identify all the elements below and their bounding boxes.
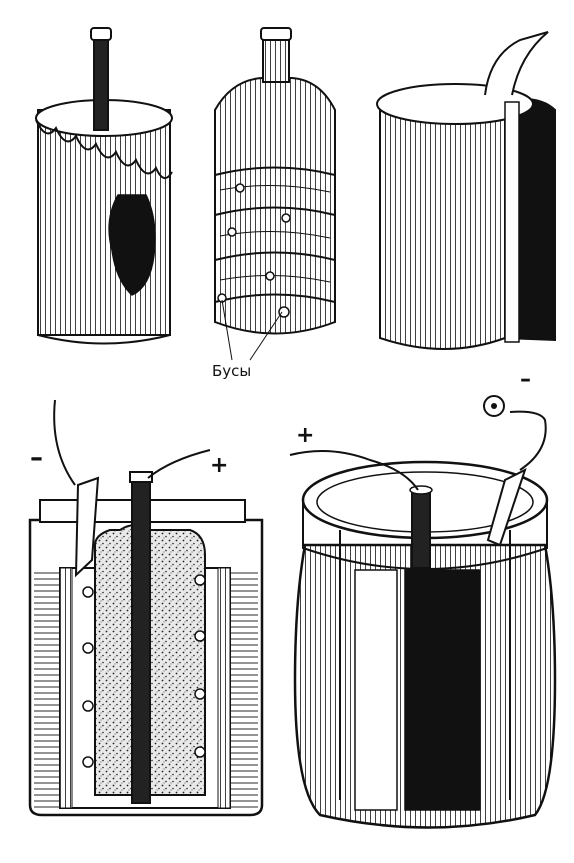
plus-terminal-label-right: +	[296, 423, 314, 448]
minus-terminal-label-right: –	[520, 367, 531, 392]
bead	[194, 746, 206, 758]
cloth-wrapped-cylinder	[35, 27, 173, 345]
cross-section-beads	[82, 574, 206, 768]
bead-markers	[217, 183, 291, 318]
bead	[235, 183, 245, 193]
minus-terminal-label-left: –	[30, 443, 43, 473]
beads-callout: Бусы	[212, 299, 283, 380]
bead	[281, 213, 291, 223]
rolled-metal-sheet	[376, 31, 556, 350]
bead	[82, 756, 94, 768]
assembled-jar	[289, 395, 557, 829]
bead	[82, 642, 94, 654]
bead	[278, 306, 290, 318]
bead	[227, 227, 237, 237]
bead	[82, 586, 94, 598]
bead	[265, 271, 275, 281]
bead	[194, 630, 206, 642]
beads-label: Бусы	[212, 362, 251, 380]
bead	[82, 700, 94, 712]
bead	[194, 688, 206, 700]
bead-wrapped-bottle	[214, 27, 336, 335]
plus-terminal-label-left: +	[210, 453, 228, 478]
bead	[194, 574, 206, 586]
